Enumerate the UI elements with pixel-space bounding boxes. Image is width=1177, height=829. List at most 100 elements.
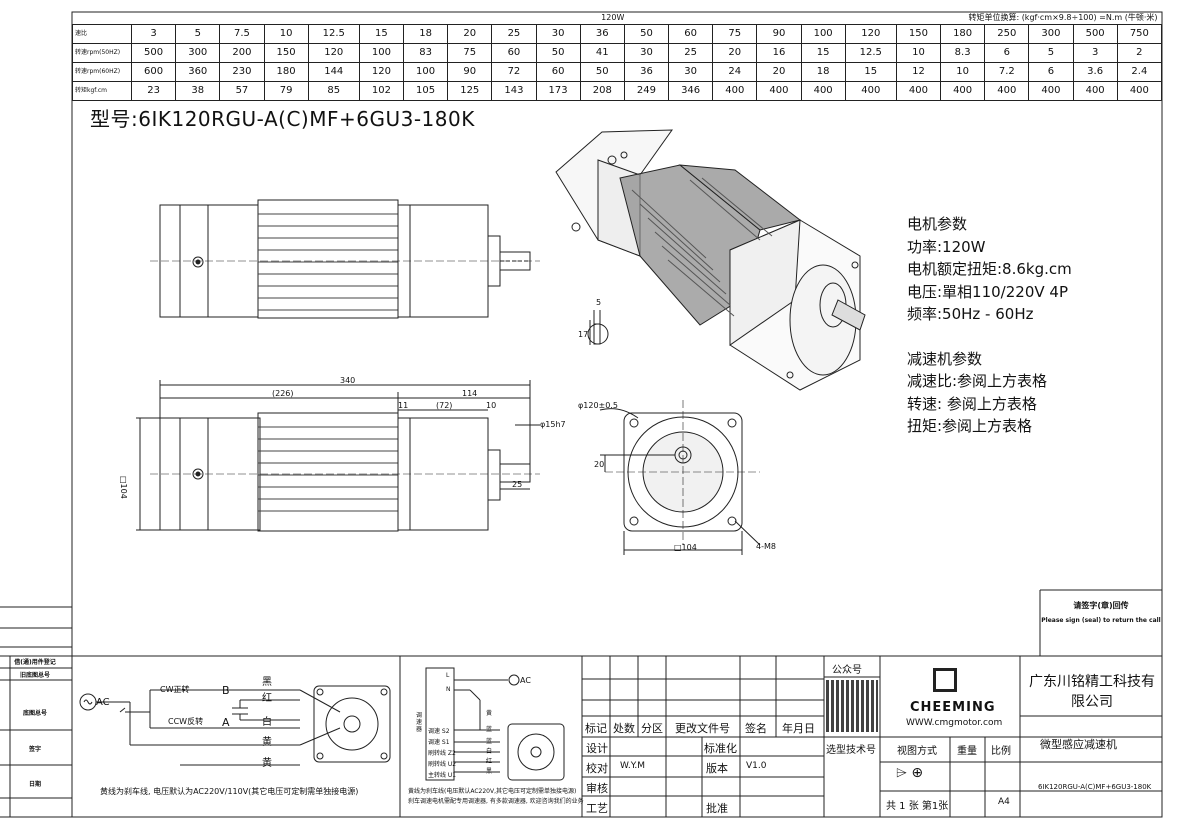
gov-term-n: N	[446, 686, 451, 693]
spec-cell: 300	[1028, 24, 1074, 44]
left-tb-4: 日期	[28, 781, 41, 788]
sign-stamp: 请签字(章)回传 Please sign (seal) to return th…	[1040, 592, 1162, 640]
motor-param-power: 功率:120W	[907, 237, 986, 256]
spec-cell: 173	[535, 81, 581, 101]
spec-cell: 180	[263, 62, 309, 82]
brand-logo-icon	[933, 668, 957, 692]
spec-cell: 144	[307, 62, 360, 82]
spec-cell: 120	[307, 43, 360, 63]
tb-mark: 标记	[585, 722, 607, 735]
dim-shaft-dia: φ15h7	[540, 420, 566, 429]
spec-cell: 3.6	[1072, 62, 1118, 82]
left-tb-2: 底图总号	[22, 710, 47, 717]
parameters-panel: 电机参数 功率:120W 电机额定扭矩:8.6kg.cm 电压:單相110/22…	[907, 213, 1072, 438]
spec-cell: 400	[712, 81, 758, 101]
gov-wire-3: 白	[486, 748, 493, 755]
spec-row-label: 转矩kgf.cm	[72, 81, 132, 101]
spec-cell: 5	[175, 24, 221, 44]
spec-cell: 60	[668, 24, 714, 44]
wiring-a-label: A	[222, 716, 230, 729]
spec-cell: 400	[1028, 81, 1074, 101]
spec-cell: 100	[402, 62, 449, 82]
spec-cell: 5	[1028, 43, 1074, 63]
spec-cell: 30	[535, 24, 581, 44]
spec-cell: 50	[535, 43, 581, 63]
spec-cell: 100	[800, 24, 846, 44]
tb-signature: 签名	[745, 722, 767, 735]
spec-cell: 150	[263, 43, 309, 63]
tb-version: V1.0	[746, 761, 767, 771]
spec-cell: 23	[130, 81, 177, 101]
spec-cell: 143	[491, 81, 537, 101]
gov-port-3: 刷转线 U2	[428, 761, 457, 768]
wiring-left-note: 黄线为刹车线, 电压默认为AC220V/110V(其它电压可定制需单独接电源)	[100, 787, 359, 796]
wiring-b-label: B	[222, 684, 230, 697]
gov-wire-5: 黑	[486, 768, 493, 775]
tb-view: 视图方式	[897, 746, 937, 757]
wire-color-3: 黄	[262, 737, 272, 748]
gov-port-0: 调速 S2	[428, 728, 450, 735]
gov-note-1: 黄线为刹车线(电压默认AC220V,其它电压可定制需单独接电源)	[408, 788, 577, 795]
spec-cell: 400	[895, 81, 942, 101]
spec-cell: 50	[623, 24, 670, 44]
spec-cell: 10	[895, 43, 942, 63]
tb-weight: 重量	[957, 746, 977, 757]
spec-cell: 249	[623, 81, 670, 101]
spec-cell: 150	[895, 24, 942, 44]
spec-cell: 10	[263, 24, 309, 44]
spec-cell: 90	[756, 24, 802, 44]
spec-cell: 8.3	[940, 43, 986, 63]
spec-cell: 400	[940, 81, 986, 101]
spec-cell: 500	[130, 43, 177, 63]
spec-cell: 18	[800, 62, 846, 82]
wire-color-0: 黑	[262, 677, 272, 688]
spec-cell: 250	[984, 24, 1030, 44]
flange-front-view	[599, 400, 761, 555]
spec-cell: 20	[447, 24, 493, 44]
motor-top-view	[150, 199, 540, 319]
spec-table: 120W 转矩单位换算: (kgf·cm×9.8÷100) =N.m (牛顿·米…	[72, 12, 1163, 101]
spec-cell: 125	[447, 81, 493, 101]
spec-cell: 400	[1116, 81, 1163, 101]
torque-unit-note: 转矩单位换算: (kgf·cm×9.8÷100) =N.m (牛顿·米)	[624, 12, 1162, 25]
motor-param-torque: 电机额定扭矩:8.6kg.cm	[907, 260, 1072, 278]
left-tb-1: 旧底图总号	[19, 672, 50, 679]
dim-square-side: □104	[119, 476, 128, 499]
gov-port-4: 主转线 U1	[428, 772, 457, 779]
tb-select-tech: 选型技术号	[826, 745, 876, 756]
spec-cell: 6	[1028, 62, 1074, 82]
spec-cell: 230	[219, 62, 265, 82]
spec-cell: 60	[491, 43, 537, 63]
tb-standard: 标准化	[704, 742, 737, 755]
spec-cell: 83	[402, 43, 449, 63]
spec-cell: 36	[623, 62, 670, 82]
spec-cell: 6	[984, 43, 1030, 63]
wire-color-4: 黄	[262, 758, 272, 769]
spec-row-label: 转速rpm(50HZ)	[72, 43, 132, 63]
tb-version-label: 版本	[706, 762, 728, 775]
spec-cell: 24	[712, 62, 758, 82]
spec-cell: 180	[940, 24, 986, 44]
dim-10: 10	[486, 401, 497, 410]
spec-cell: 85	[307, 81, 360, 101]
tb-paper: A4	[998, 797, 1010, 807]
gov-note-2: 刹车调速电机需配专用调速器, 有多款调速器, 欢迎咨询我们的业务	[408, 798, 584, 805]
spec-cell: 72	[491, 62, 537, 82]
tb-zone: 分区	[641, 722, 663, 735]
dim-key-height: 17	[578, 330, 589, 339]
dim-key-width: 5	[596, 298, 602, 307]
motor-3d-view	[555, 129, 866, 391]
brand-name: CHEEMING	[910, 700, 996, 715]
spec-cell: 400	[844, 81, 897, 101]
wire-color-2: 白	[262, 717, 272, 728]
spec-cell: 36	[579, 24, 625, 44]
spec-cell: 25	[668, 43, 714, 63]
spec-cell: 15	[358, 24, 405, 44]
gov-port-2: 刷转线 Z2	[428, 750, 456, 757]
shaft-key-detail	[587, 310, 609, 345]
spec-row-label: 转速rpm(60HZ)	[72, 62, 132, 82]
tb-process: 工艺	[586, 802, 608, 815]
